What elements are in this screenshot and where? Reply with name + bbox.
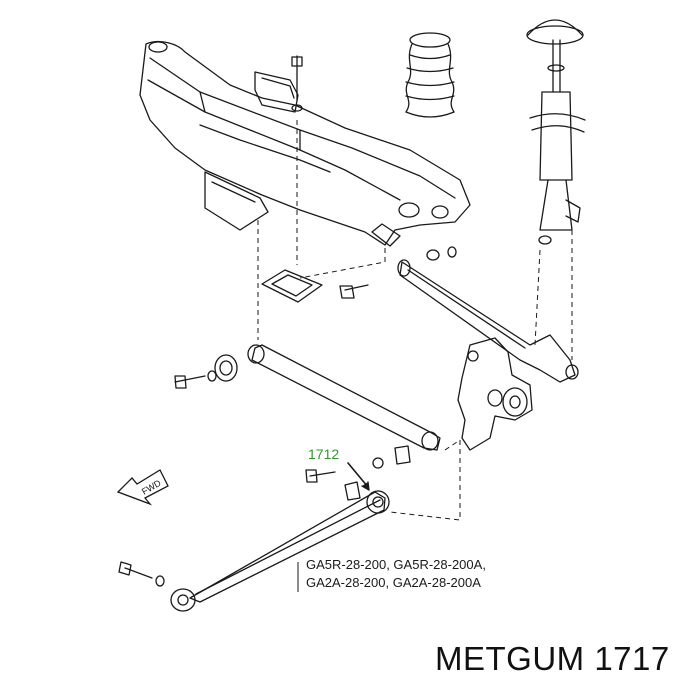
leader-line: [534, 249, 541, 346]
part-number-line: GA5R-28-200, GA5R-28-200A,: [306, 557, 486, 572]
fwd-arrow: FWD: [116, 469, 169, 506]
leader-line: [444, 439, 461, 451]
part-callout-label: 1712: [308, 446, 340, 462]
bolt-top: [291, 55, 303, 112]
shock-absorber: [526, 19, 586, 245]
middle-lateral-link: [174, 344, 441, 469]
leader-line: [299, 248, 386, 279]
dust-boot: [405, 32, 455, 118]
upper-lateral-link: [339, 246, 579, 383]
leader-line: [389, 440, 461, 521]
knuckle: [457, 337, 533, 451]
crossmember: [139, 40, 471, 247]
lower-link: [118, 469, 390, 612]
part-number-line: GA2A-28-200, GA2A-28-200A: [306, 575, 481, 590]
part-number-list: GA5R-28-200, GA5R-28-200A, GA2A-28-200, …: [306, 556, 486, 592]
callout-arrow: [347, 462, 370, 491]
mount-plate: [261, 269, 323, 303]
brand-part-label: METGUM 1717: [435, 640, 670, 677]
